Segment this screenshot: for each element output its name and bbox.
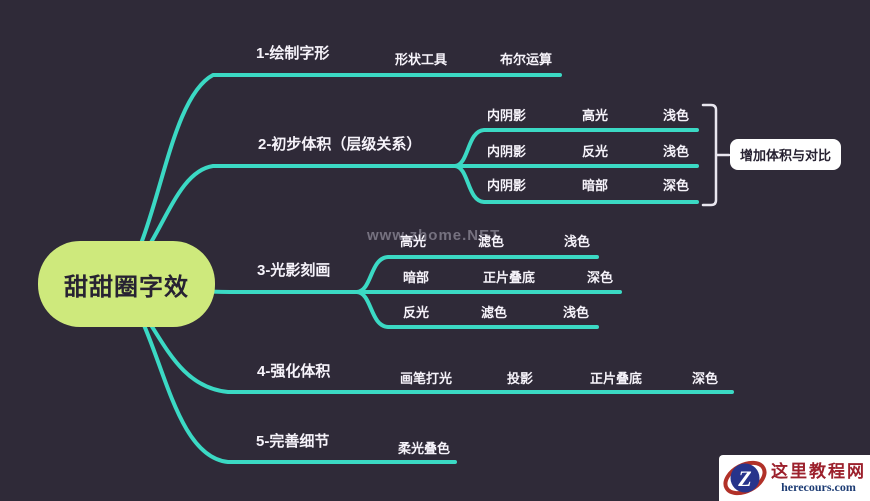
branch-3-row-1-cell-1[interactable]: 正片叠底 — [483, 270, 536, 285]
branch-3-label[interactable]: 3-光影刻画 — [257, 262, 331, 279]
site-logo: Z 这里教程网 herecours.com — [719, 455, 870, 501]
branch-5-label[interactable]: 5-完善细节 — [256, 433, 330, 450]
branch-5-child-0[interactable]: 柔光叠色 — [398, 441, 451, 456]
branch-4-label[interactable]: 4-强化体积 — [257, 363, 331, 380]
branch-4-child-3[interactable]: 深色 — [692, 371, 719, 386]
site-logo-badge-icon: Z — [723, 460, 767, 496]
branch-2-row-0-cell-0[interactable]: 内阴影 — [487, 108, 527, 123]
branch-3-row-1-cell-2[interactable]: 深色 — [587, 270, 614, 285]
branch-3-row-0-cell-2[interactable]: 浅色 — [564, 234, 591, 249]
branch-2-row-2-cell-1[interactable]: 暗部 — [582, 178, 609, 193]
branch-2-row-1-cell-1[interactable]: 反光 — [582, 144, 609, 159]
branch-4-child-0[interactable]: 画笔打光 — [400, 371, 453, 386]
branch-2-row-2-cell-0[interactable]: 内阴影 — [487, 178, 527, 193]
branch-1-child-0[interactable]: 形状工具 — [395, 52, 448, 67]
svg-text:Z: Z — [737, 466, 751, 491]
branch-3-row-0-cell-0[interactable]: 高光 — [400, 234, 427, 249]
branch-4-child-1[interactable]: 投影 — [507, 371, 534, 386]
branch-2-row-0-cell-1[interactable]: 高光 — [582, 108, 609, 123]
branch-3-row-1-cell-0[interactable]: 暗部 — [403, 270, 430, 285]
branch-3-fork-top — [355, 255, 599, 294]
branch-2-row-1-cell-0[interactable]: 内阴影 — [487, 144, 527, 159]
watermark: www.zhome.NET — [367, 227, 501, 244]
root-topic-node[interactable]: 甜甜圈字效 — [38, 241, 215, 327]
branch-4-child-2[interactable]: 正片叠底 — [590, 371, 643, 386]
branch-1-child-1[interactable]: 布尔运算 — [500, 52, 553, 67]
branch-3-row-2-cell-2[interactable]: 浅色 — [563, 305, 590, 320]
site-logo-url: herecours.com — [781, 479, 856, 494]
grouping-bracket — [701, 103, 731, 207]
branch-3-row-2-cell-0[interactable]: 反光 — [403, 305, 430, 320]
branch-2-row-2-cell-2[interactable]: 深色 — [663, 178, 690, 193]
branch-2-label[interactable]: 2-初步体积（层级关系） — [258, 136, 422, 153]
branch-1-label[interactable]: 1-绘制字形 — [256, 45, 330, 62]
branch-2-row-1-cell-2[interactable]: 浅色 — [663, 144, 690, 159]
branch-3-fork-bottom — [355, 290, 599, 329]
branch-3-row-0-cell-1[interactable]: 滤色 — [478, 234, 505, 249]
site-logo-name: 这里教程网 — [771, 461, 866, 481]
branch-3-row-2-cell-1[interactable]: 滤色 — [481, 305, 508, 320]
callout-note[interactable]: 增加体积与对比 — [730, 139, 842, 170]
branch-2-fork-bottom — [453, 164, 699, 204]
branch-2-row-0-cell-2[interactable]: 浅色 — [663, 108, 690, 123]
